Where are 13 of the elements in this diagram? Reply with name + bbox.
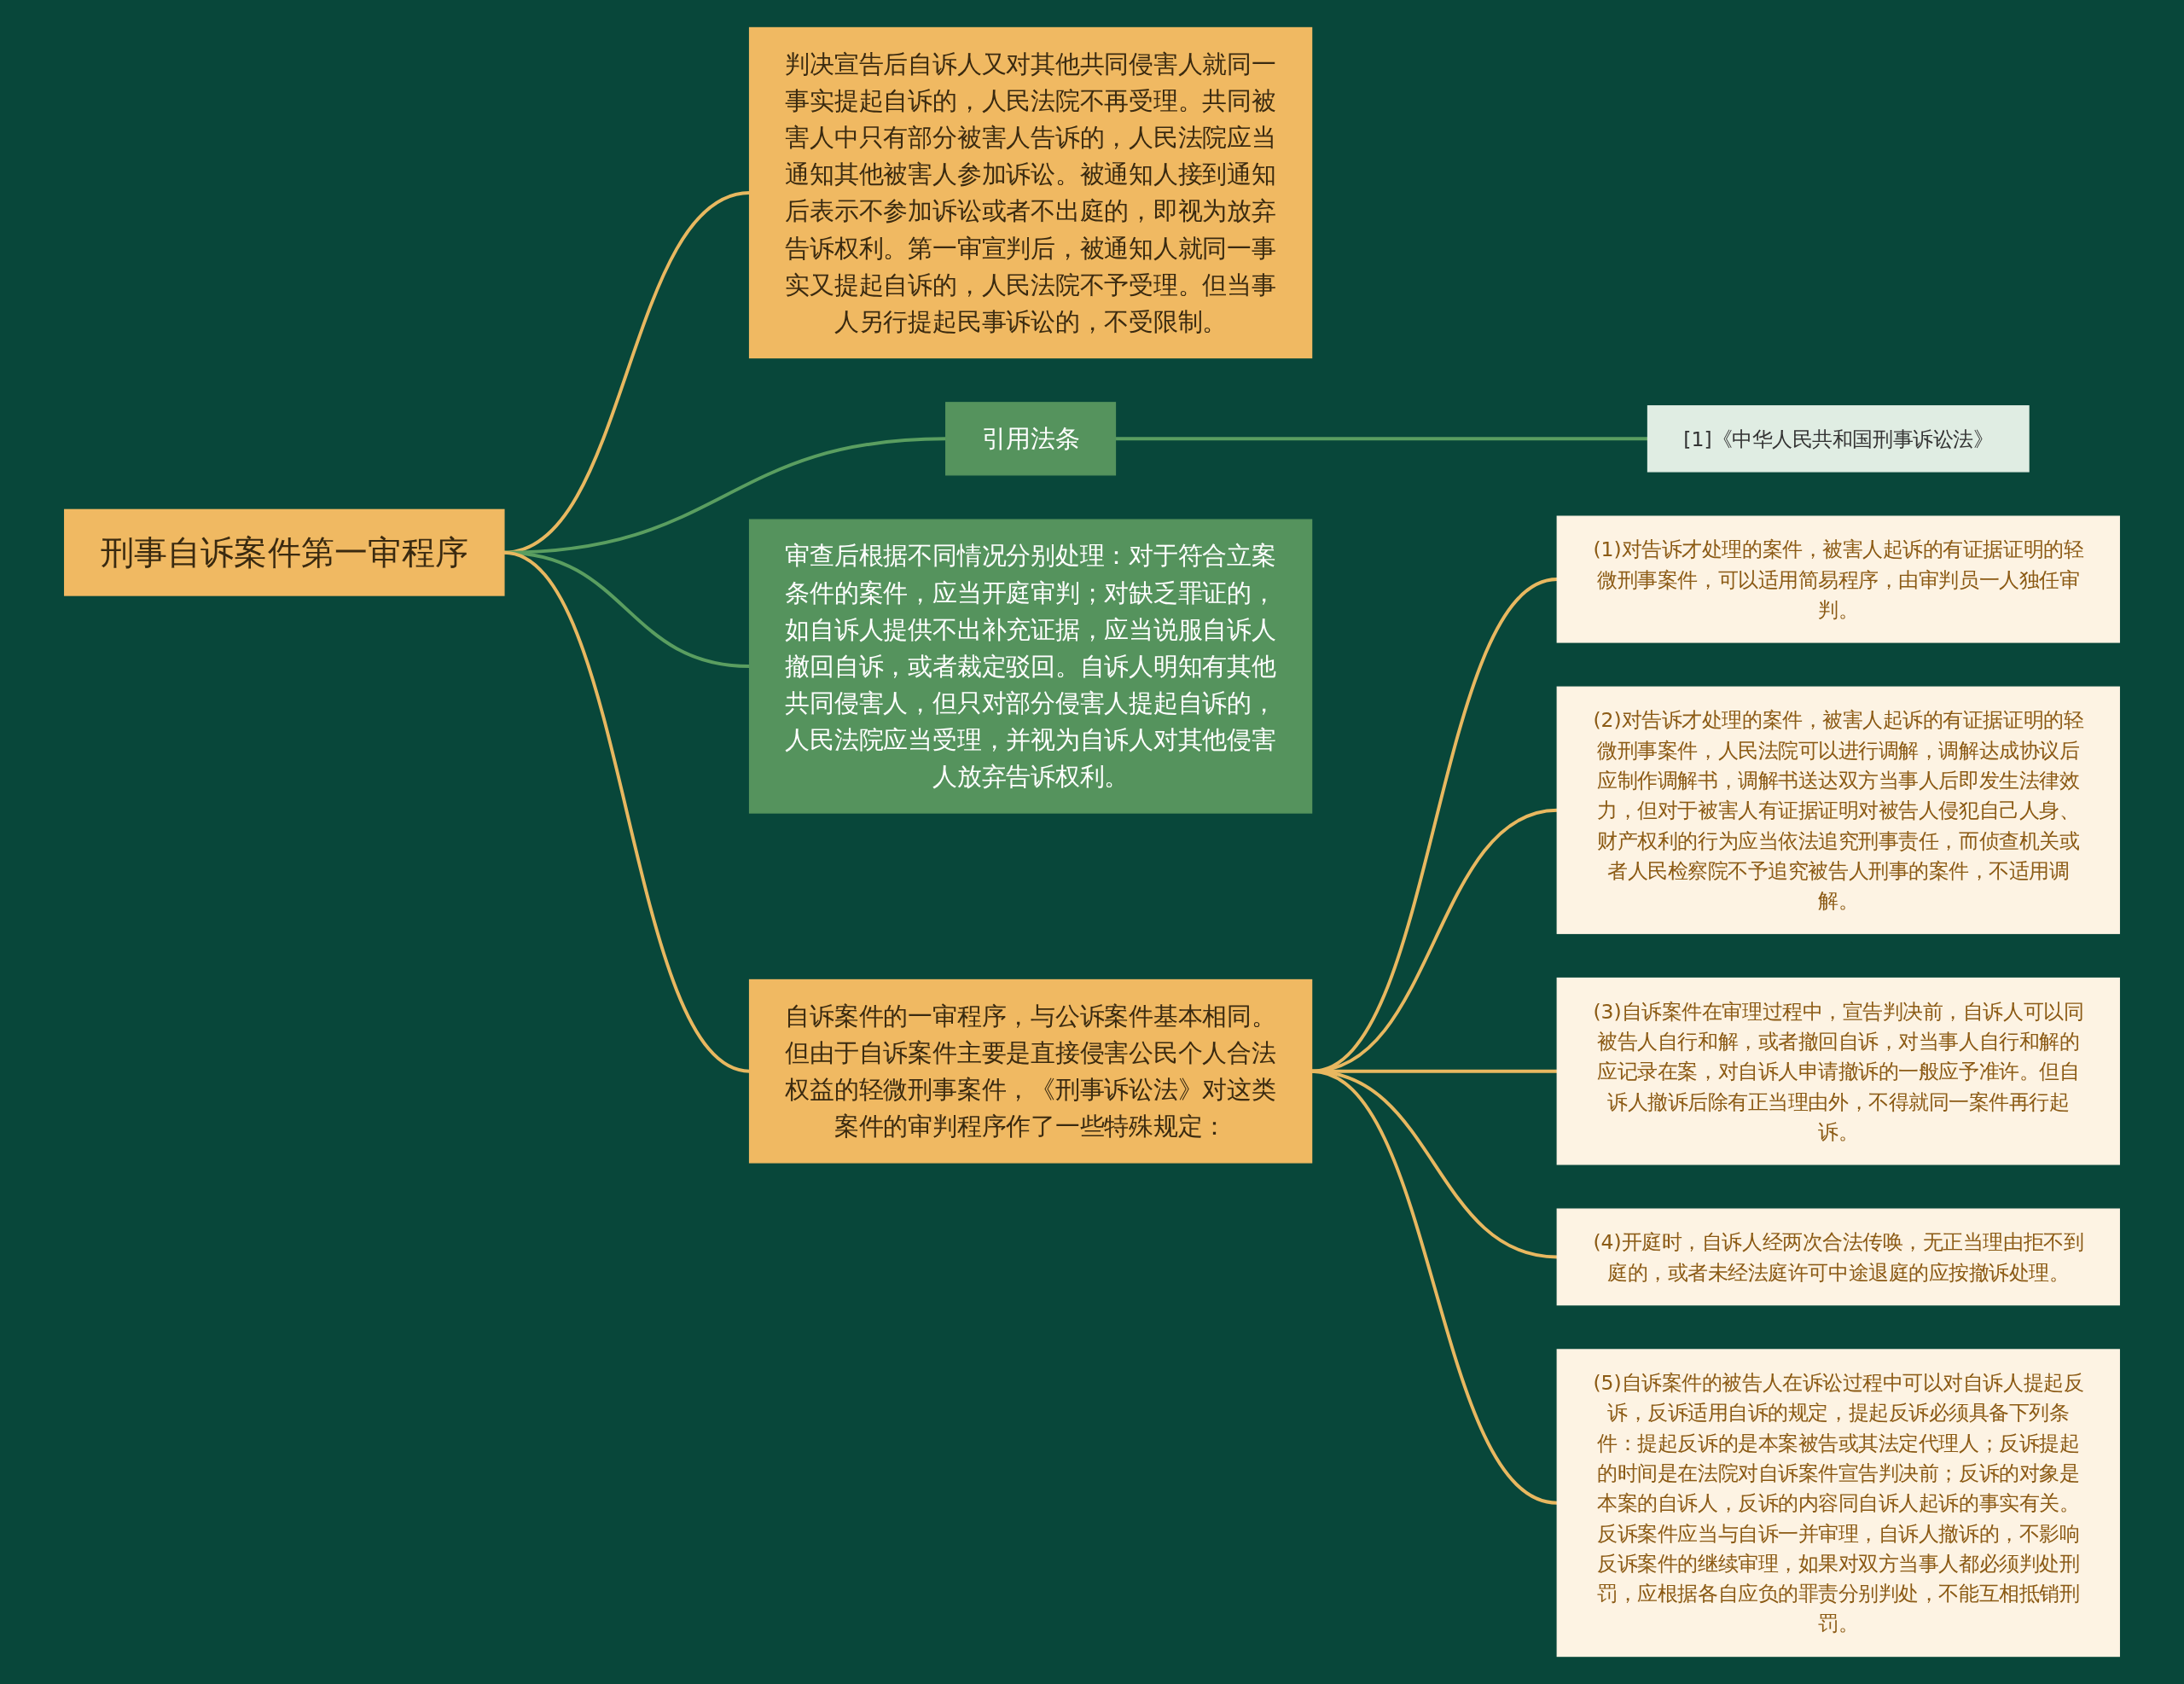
node-box: (1)对告诉才处理的案件，被害人起诉的有证据证明的轻微刑事案件，可以适用简易程序，由审判员一人独任审判。: [1556, 515, 2120, 643]
node-box: 审查后根据不同情况分别处理：对于符合立案条件的案件，应当开庭审判；对缺乏罪证的，如自诉人提供不出补充证据，应当说服自诉人撤回自诉，或者裁定驳回。自诉人明知有其他共同侵害人，但只对部分侵害人提起自诉的，人民法院应当受理，并视为自诉人对其他侵害人放弃告诉权利。: [748, 519, 1313, 814]
node-box: 判决宣告后自诉人又对其他共同侵害人就同一事实提起自诉的，人民法院不再受理。共同被害人中只有部分被害人告诉的，人民法院应当通知其他被害人参加诉讼。被通知人接到通知后表示不参加诉讼或者不出庭的，即视为放弃告诉权利。第一审宣判后，被通知人就同一事实又提起自诉的，人民法院不予受理。但当事人另行提起民事诉讼的，不受限制。: [748, 26, 1313, 359]
node-box: 引用法条: [945, 402, 1117, 476]
node-box: (3)自诉案件在审理过程中，宣告判决前，自诉人可以同被告人自行和解，或者撤回自诉，对当事人自行和解的应记录在案，对自诉人申请撤诉的一般应予准许。但自诉人撤诉后除有正当理由外，不得就同一案件再行起诉。: [1556, 977, 2120, 1165]
connector: [1311, 1069, 1558, 1505]
node-box: 自诉案件的一审程序，与公诉案件基本相同。但由于自诉案件主要是直接侵害公民个人合法权益的轻微刑事案件，《刑事诉讼法》对这类案件的审判程序作了一些特殊规定：: [748, 978, 1313, 1164]
node-box: (4)开庭时，自诉人经两次合法传唤，无正当理由拒不到庭的，或者未经法庭许可中途退庭的应按撤诉处理。: [1556, 1208, 2120, 1306]
node-box: [1]《中华人民共和国刑事诉讼法》: [1647, 405, 2030, 473]
node-box: (2)对告诉才处理的案件，被害人起诉的有证据证明的轻微刑事案件，人民法院可以进行调解，调解达成协议后应制作调解书，调解书送达双方当事人后即发生法律效力，但对于被害人有证据证明对被告人侵犯自己人身、财产权利的行为应当依法追究刑事责任，而侦查机关或者人民检察院不予追究被告人刑事的案件，不适用调解。: [1556, 686, 2120, 934]
node-box: 刑事自诉案件第一审程序: [64, 508, 505, 596]
connector: [1115, 437, 1648, 441]
node-box: (5)自诉案件的被告人在诉讼过程中可以对自诉人提起反诉，反诉适用自诉的规定，提起反诉必须具备下列条件：提起反诉的是本案被告或其法定代理人；反诉提起的时间是在法院对自诉案件宣告判决前；反诉的对象是本案的自诉人，反诉的内容同自诉人起诉的事实有关。反诉案件应当与自诉一并审理，自诉人撤诉的，不影响反诉案件的继续审理，如果对双方当事人都必须判处刑罚，应根据各自应负的罪责分别判处，不能互相抵销刑罚。: [1556, 1349, 2120, 1658]
